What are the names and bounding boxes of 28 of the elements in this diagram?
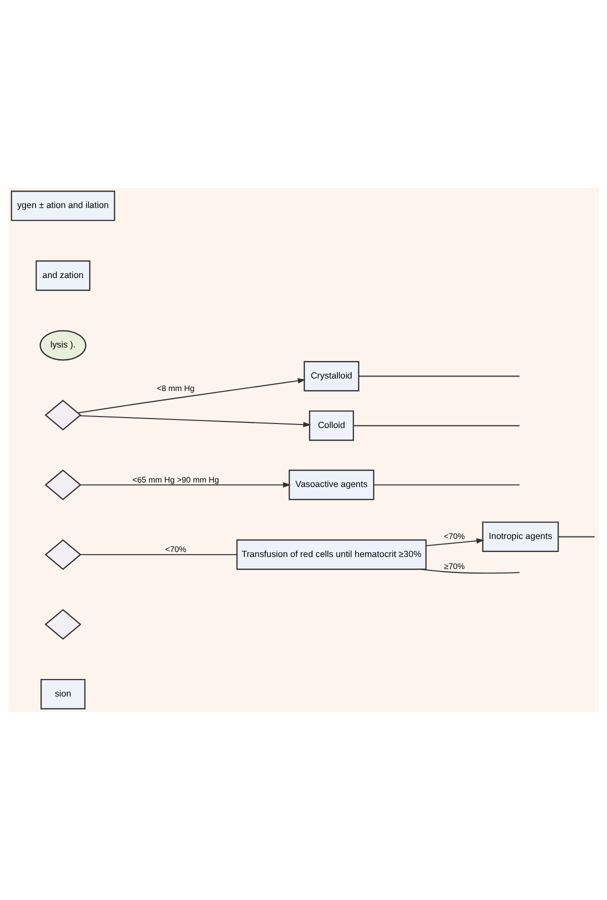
connector — [558, 536, 595, 538]
arrow — [80, 415, 312, 428]
node-diamond — [44, 400, 82, 431]
connector — [353, 425, 520, 426]
node-diamond — [44, 609, 82, 640]
connector — [80, 554, 237, 556]
arrow — [80, 482, 291, 488]
node-ellipse: lysis ). — [40, 330, 86, 361]
edge-label: <70% — [444, 532, 465, 542]
node-box: Colloid — [308, 410, 354, 441]
edge-label: ≥70% — [444, 562, 465, 572]
node-box: Crystalloid — [304, 360, 360, 392]
edge-label: <65 mm Hg >90 mm Hg — [132, 475, 220, 484]
node-box: Transfusion of red cells until hematocrit ≥30% — [236, 539, 427, 570]
node-box: and zation — [36, 260, 90, 291]
node-box: Inotropic agents — [482, 522, 559, 552]
node-diamond — [44, 539, 82, 570]
connector — [420, 568, 520, 574]
node-box: sion — [40, 678, 86, 710]
edge-label: <70% — [165, 545, 186, 554]
arrow — [78, 378, 306, 414]
node-diamond — [44, 469, 82, 500]
arrow — [426, 538, 484, 546]
edge-label: <8 mm Hg — [156, 384, 195, 393]
connector — [374, 484, 520, 486]
node-box: ygen ± ation and ilation — [10, 190, 116, 222]
node-box: Vasoactive agents — [288, 470, 374, 500]
connector — [358, 376, 520, 377]
